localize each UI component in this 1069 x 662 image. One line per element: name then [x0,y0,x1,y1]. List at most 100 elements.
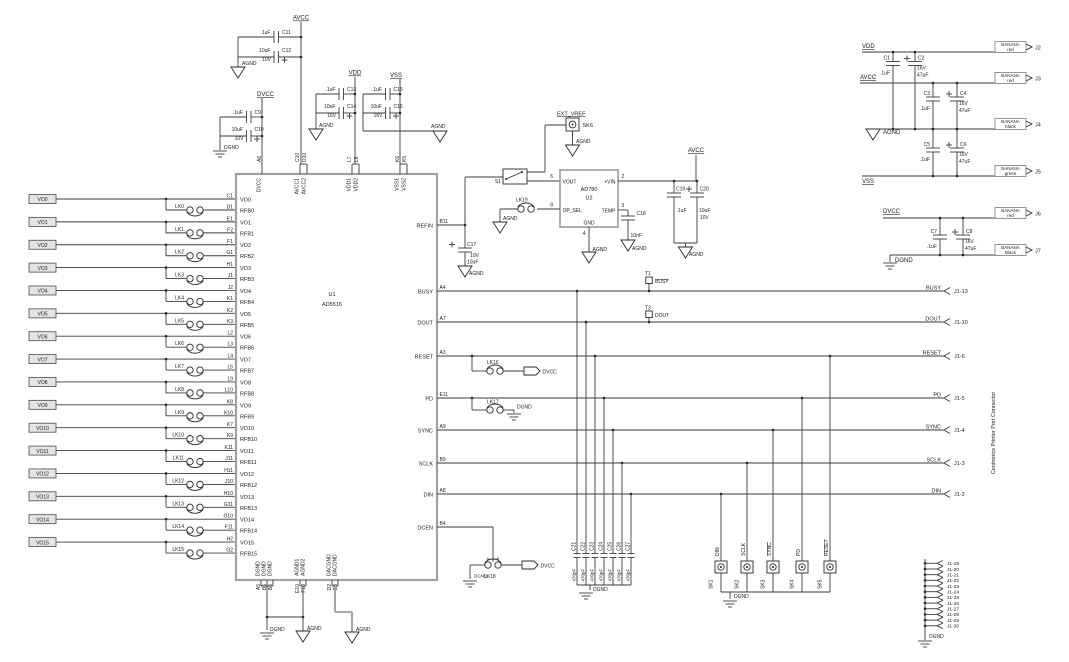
jack-color-label: red [1007,78,1014,83]
junction-dot [938,253,942,257]
link-ref: LK10 [172,433,184,439]
jack-ref: J7 [1035,249,1041,255]
jumper-post-label: A [487,556,490,561]
pin-number: D10 [302,153,308,162]
agnd-symbol [295,630,311,643]
wire [936,625,944,629]
jumper-post [196,457,204,466]
socket-ring [826,563,834,571]
jumper-shunt [186,279,204,286]
pin-name: DGND [256,561,262,576]
power-decoupling-section: DVCCC9.1uFC1010uF10VDGNDAVCCC11.1uFC1210… [213,16,448,164]
banana-jack-box [994,72,1027,84]
cap-value: 47uF [959,159,970,165]
link-ref: LK13 [172,501,184,507]
cap-value: .1uF [927,244,937,250]
junction-dot [931,174,935,178]
junction-dot [891,50,895,54]
cap-voltage: 16V [959,152,969,158]
testpoint-ref: T3 [645,306,651,312]
pin-number: K11 [224,445,233,451]
jack-pin [1025,43,1034,51]
pin-name: SYNC [418,429,433,435]
net-label: AVCC [688,148,705,154]
pin-name: AGND2 [301,559,307,576]
pin-name: RESET [415,355,434,361]
pin-name: RFB10 [240,437,257,443]
net-label: VDD [349,71,362,77]
pin-name: SCLK [419,462,434,468]
jumper-post [196,480,204,489]
cap-ref: C24 [599,542,605,551]
pin-name: RFB3 [240,277,254,283]
testpoint-label: BUSY [655,279,669,285]
jumper-post [186,343,194,351]
pin-number: B11 [440,219,449,225]
pin-name: VO11 [240,449,254,455]
jack-type-label: BANANA [1001,42,1020,47]
ground-label: DGND [593,587,608,593]
socket-ref: SK1 [709,579,715,589]
cap-ref: C2 [918,56,925,62]
jack-color-label: black [1005,124,1016,129]
wire [943,459,951,464]
pin-name: RFB8 [240,391,254,397]
pin-name: RFB7 [240,369,254,375]
wire [943,352,951,357]
jumper-post [186,503,194,511]
cap-ref: C26 [617,542,623,551]
jack-type-label: BANANA [1001,208,1020,213]
pin-number: E1 [227,216,233,222]
pin-number: F10 [301,584,307,593]
jumper-post [494,561,502,569]
agnd-symbol [457,265,473,278]
link-ref: LK0 [175,204,184,210]
cap-ref: C8 [966,229,973,235]
jumper-shunt [186,257,204,263]
pin-number: L2 [227,331,233,337]
signal-label: PD [796,549,802,556]
pin-number: A5 [256,584,262,590]
pin-number: K10 [224,410,233,416]
jumper-shunt [186,439,204,446]
cap-ref: C10 [255,127,264,133]
jumper-post [196,274,204,283]
pin-number: D1 [227,205,234,211]
ground-label: AGND [431,124,446,130]
pin-name: VO2 [240,243,251,249]
cap-value: .1uF [920,157,930,163]
connector-pin-label: J1-6 [954,354,965,360]
jumper-post [486,367,494,375]
jumper-shunt [186,531,204,537]
cap-value: .1uF [880,71,890,77]
agnd-symbol [492,221,508,234]
jumper-post [496,367,504,375]
junction-dot [299,35,303,39]
junction-dot [913,50,917,54]
switch-contact [505,178,507,180]
cap-voltage: 10V [235,136,245,142]
ground-label: AGND [319,123,334,129]
jumper-post [186,297,194,306]
wire [936,602,944,607]
cap-ref: C5 [924,142,931,148]
agnd-symbol [677,246,694,259]
pin-name: VO14 [240,518,254,524]
socket-pin [829,566,831,568]
wire [936,565,944,570]
agnd-symbol [344,631,360,644]
ground-label: DGND [929,634,944,640]
pin-name: DGND [268,561,274,576]
cap-value: 10nF [631,233,642,239]
pin-name: REFIN [417,224,434,230]
pin-name: RFB13 [240,506,257,512]
source-net-label: VO0 [37,197,47,203]
net-tag [521,560,539,570]
source-net-label: VO12 [36,472,49,478]
jumper-shunt [486,364,504,370]
jumper-shunt [186,394,204,400]
pin-number: L4 [227,354,233,360]
jumper-post [486,406,494,414]
